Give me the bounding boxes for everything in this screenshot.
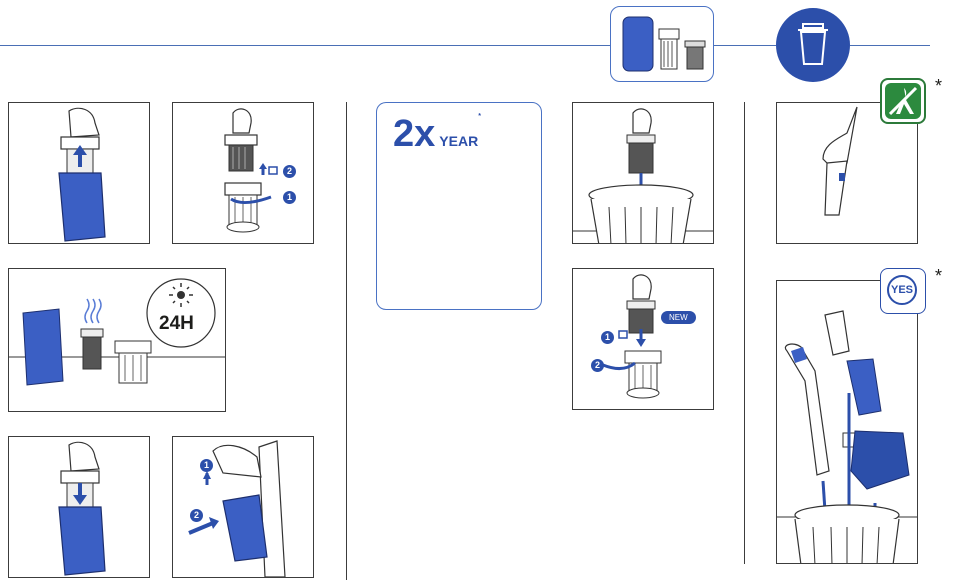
panel-install-new-filter: NEW 1 2 (572, 268, 714, 410)
sun-icon (169, 283, 193, 307)
frequency-unit: YEAR (439, 133, 479, 149)
yes-badge-icon: YES (880, 268, 926, 314)
step-one-badge: 1 (200, 459, 213, 472)
no-water-icon (880, 78, 926, 124)
header-rule-left (0, 45, 610, 46)
header-rule-mid (714, 45, 776, 46)
step-one-badge: 1 (283, 191, 296, 204)
step-two-badge: 2 (190, 509, 203, 522)
yes-label: YES (890, 284, 913, 296)
drying-duration: 24H (159, 313, 194, 334)
frequency-count: 2x (393, 113, 436, 155)
panel-empty-into-trash (776, 280, 918, 564)
step-two-badge: 2 (283, 165, 296, 178)
trash-bin-icon (776, 8, 850, 82)
panel-unlock-filter: 2 1 (172, 102, 314, 244)
header-rule-right (850, 45, 930, 46)
panel-handheld (776, 102, 918, 244)
yes-circle: YES (887, 275, 917, 305)
new-filter-badge: NEW (661, 311, 696, 324)
divider-right (744, 102, 745, 564)
panel-reinsert-bin: 1 2 (172, 436, 314, 578)
panel-discard-filter (572, 102, 714, 244)
panel-reinsert-filter (8, 436, 150, 578)
panel-remove-filter (8, 102, 150, 244)
panel-dry-24h: 24H (8, 268, 226, 412)
step-two-badge: 2 (591, 359, 604, 372)
step-one-badge: 1 (601, 331, 614, 344)
divider-left (346, 102, 347, 580)
frequency-unit-mark: * (478, 113, 481, 120)
filter-parts-icon (610, 6, 714, 82)
asterisk-top: * (935, 76, 943, 96)
asterisk-bottom: * (935, 266, 943, 286)
